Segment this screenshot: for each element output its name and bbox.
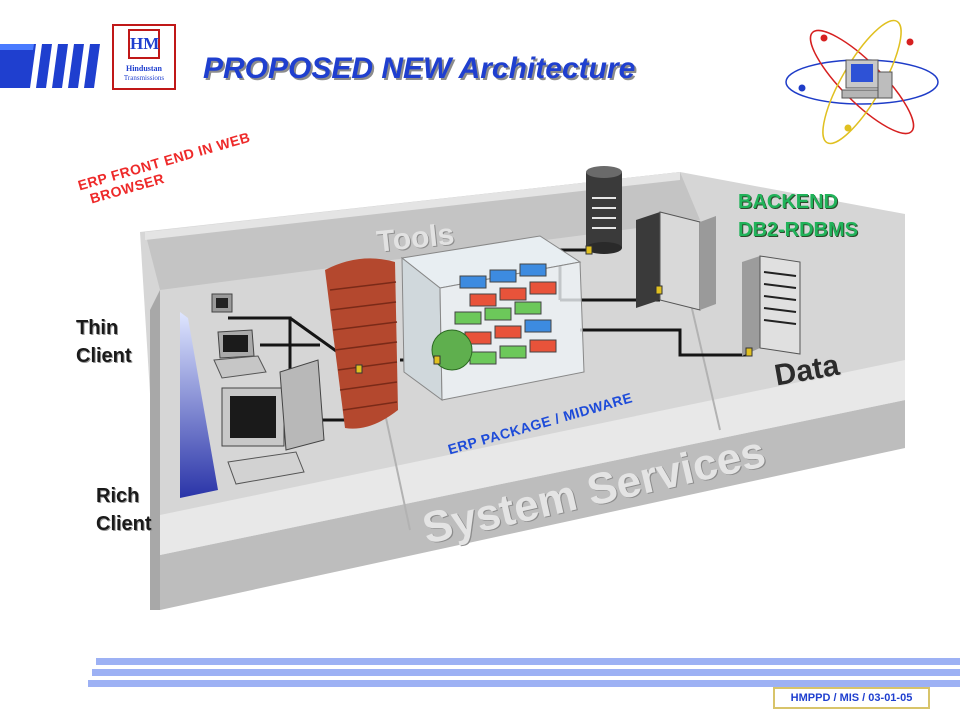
logo-line1: Hindustan bbox=[125, 64, 163, 73]
thin-client-label-line1: Thin bbox=[76, 317, 119, 339]
firewall-icon bbox=[325, 258, 398, 429]
server-icon bbox=[636, 211, 716, 311]
backend-label-line2: DB2-RDBMS bbox=[738, 219, 858, 241]
backend-label-line1: BACKEND bbox=[738, 191, 838, 213]
platform-front bbox=[160, 400, 905, 610]
backend-label: BACKEND DB2-RDBMS bbox=[738, 188, 858, 244]
decorative-bars-icon bbox=[0, 44, 100, 88]
logo-line2: Transmissions bbox=[123, 74, 165, 82]
tools-wall bbox=[145, 172, 700, 290]
company-logo: HM Hindustan Transmissions bbox=[112, 24, 176, 90]
server-icon bbox=[742, 255, 801, 356]
thin-client-label: Thin Client bbox=[76, 314, 132, 370]
thin-client-label-line2: Client bbox=[76, 345, 132, 367]
atom-computer-icon bbox=[785, 19, 939, 145]
page-title: PROPOSED NEW Architecture bbox=[203, 52, 636, 85]
rich-client-label: Rich Client bbox=[96, 482, 152, 538]
logo-initials: HM bbox=[128, 29, 160, 59]
footer-label: HMPPD / MIS / 03-01-05 bbox=[773, 687, 930, 709]
computer-icon bbox=[211, 293, 325, 485]
rich-client-label-line1: Rich bbox=[96, 485, 140, 507]
footer-bars bbox=[88, 658, 960, 687]
platform-side bbox=[150, 290, 160, 610]
database-icon bbox=[586, 166, 622, 254]
client-gradient-wedge bbox=[180, 312, 218, 498]
rich-client-label-line2: Client bbox=[96, 513, 152, 535]
server-icon bbox=[400, 235, 585, 402]
